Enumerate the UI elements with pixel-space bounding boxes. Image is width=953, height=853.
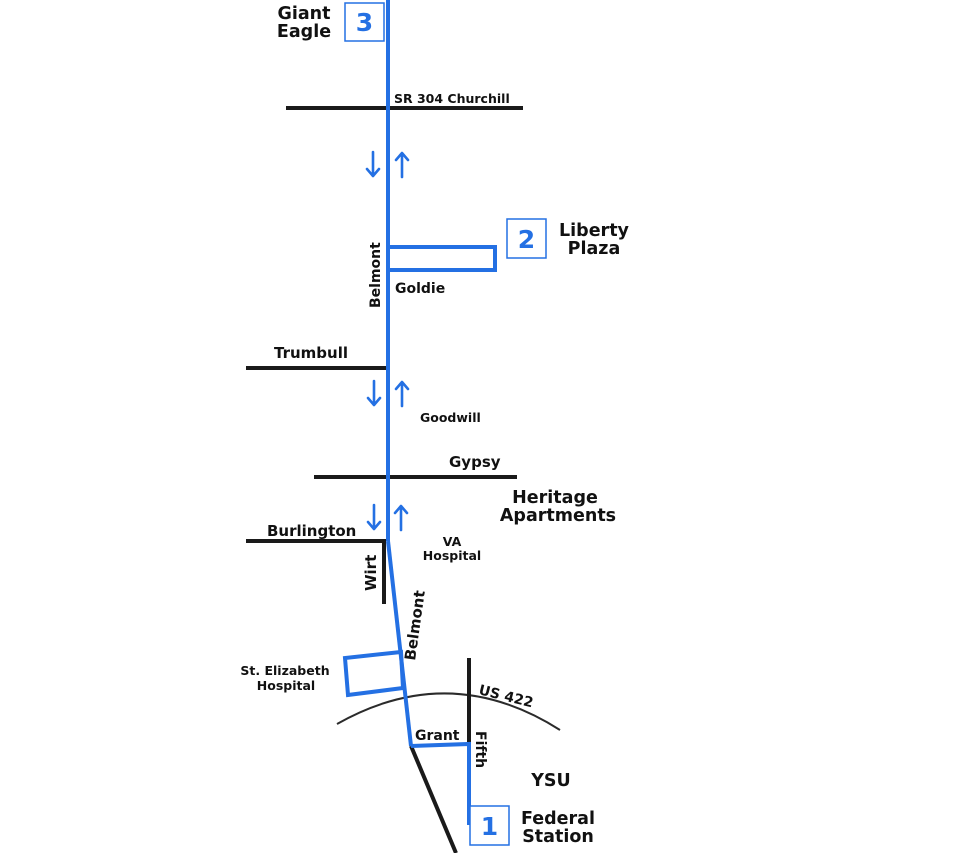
stop-3-name-line2: Eagle	[277, 22, 331, 42]
stop-1-name-line2: Station	[522, 827, 594, 847]
stop-3-number: 3	[356, 8, 373, 37]
stop-2-name-line2: Plaza	[568, 239, 621, 259]
va-hospital-label-line1: VA	[443, 534, 462, 549]
va-hospital-label-line2: Hospital	[423, 548, 481, 563]
stop-3-marker: 3	[344, 2, 385, 42]
wirt-label: Wirt	[362, 555, 380, 591]
heritage-label-line2: Apartments	[500, 506, 616, 526]
stop-1-marker: 1	[469, 805, 510, 846]
stop-1-number: 1	[481, 812, 498, 841]
down-arrow-icon	[365, 150, 381, 178]
grant-label: Grant	[415, 728, 460, 744]
up-arrow-icon	[394, 151, 410, 179]
st-elizabeth-loop	[342, 649, 406, 698]
belmont-south-label: Belmont	[401, 589, 429, 661]
goldie-label: Goldie	[395, 281, 445, 297]
heritage-label-line1: Heritage	[512, 488, 598, 508]
gypsy-label: Gypsy	[449, 453, 501, 471]
stop-2-marker: 2	[506, 218, 547, 259]
st-elizabeth-label-line1: St. Elizabeth	[240, 663, 329, 678]
down-arrow-icon	[366, 503, 382, 531]
stop-2-name-line1: Liberty	[559, 221, 630, 241]
ysu-label: YSU	[530, 771, 571, 791]
liberty-plaza-loop	[388, 245, 497, 272]
belmont-route-diagonal	[386, 540, 413, 747]
us-422-label: US 422	[477, 682, 535, 711]
down-arrow-icon	[366, 379, 382, 407]
goodwill-label: Goodwill	[420, 410, 481, 425]
direction-arrows-2	[366, 379, 410, 408]
belmont-south-extension	[409, 745, 458, 853]
belmont-north-label: Belmont	[368, 242, 384, 308]
up-arrow-icon	[394, 380, 410, 408]
us-422-road	[336, 692, 561, 731]
st-elizabeth-label-line2: Hospital	[257, 678, 315, 693]
trumbull-label: Trumbull	[274, 344, 348, 362]
direction-arrows-3	[366, 503, 409, 532]
grant-fifth-route	[410, 741, 471, 825]
stop-1-name-line1: Federal	[521, 809, 595, 829]
fifth-label: Fifth	[472, 731, 488, 768]
burlington-wirt-street	[246, 539, 386, 604]
burlington-label: Burlington	[267, 522, 356, 540]
sr-304-label: SR 304 Churchill	[394, 91, 510, 106]
stop-2-number: 2	[518, 225, 535, 254]
direction-arrows-1	[365, 150, 410, 179]
up-arrow-icon	[393, 504, 409, 532]
stop-3-name-line1: Giant	[278, 4, 331, 24]
